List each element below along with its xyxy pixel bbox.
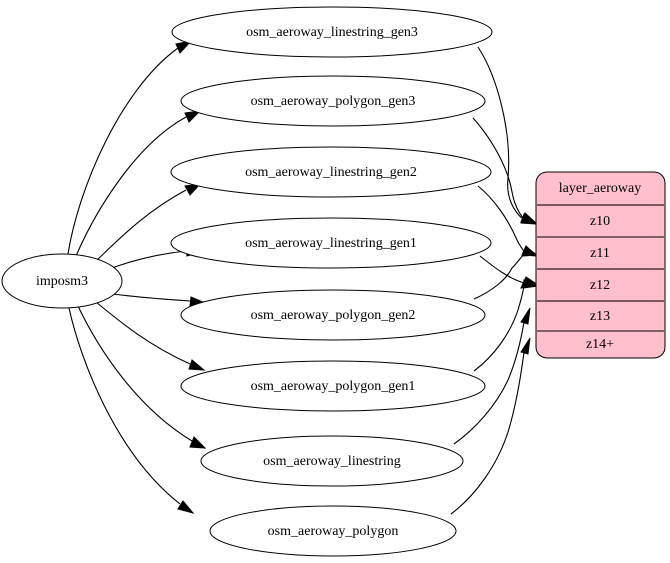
edge-imposm3-to-linestring-gen3 <box>67 47 179 255</box>
node-osm-aeroway-linestring[interactable]: osm_aeroway_linestring <box>200 435 464 487</box>
arrowhead-z13 <box>520 307 531 325</box>
node-shape-polygon[interactable] <box>209 505 457 557</box>
edge-polygon-gen3-to-z10 <box>472 117 525 220</box>
edge-imposm3-to-polygon-gen2 <box>112 293 191 302</box>
edge-polygon-gen1-to-z12 <box>473 285 525 372</box>
node-shape-polygon-gen1[interactable] <box>180 360 486 412</box>
node-shape-linestring-gen2[interactable] <box>170 146 492 198</box>
edge-group-to-layer-aeroway <box>450 46 540 515</box>
node-osm-aeroway-polygon-gen2[interactable]: osm_aeroway_polygon_gen2 <box>180 289 486 341</box>
layer-aeroway-row-z14plus[interactable]: z14+ <box>586 337 614 352</box>
edge-linestring-gen3-to-z10 <box>477 46 525 221</box>
arrowhead-z14plus <box>520 337 531 355</box>
node-osm-aeroway-linestring-gen2[interactable]: osm_aeroway_linestring_gen2 <box>170 146 492 198</box>
node-label-linestring-gen1: osm_aeroway_linestring_gen1 <box>245 236 417 251</box>
node-label-polygon-gen3: osm_aeroway_polygon_gen3 <box>251 94 416 109</box>
edge-imposm3-to-linestring-gen2 <box>95 189 187 262</box>
layer-aeroway-row-z11[interactable]: z11 <box>590 246 610 261</box>
node-imposm3-label: imposm3 <box>36 274 88 289</box>
node-osm-aeroway-polygon-gen1[interactable]: osm_aeroway_polygon_gen1 <box>180 360 486 412</box>
arrowhead-z11-b <box>522 246 539 257</box>
edge-linestring-to-z13 <box>453 321 525 445</box>
node-osm-aeroway-polygon-gen3[interactable]: osm_aeroway_polygon_gen3 <box>180 75 486 127</box>
arrowhead-linestring-gen3 <box>175 40 193 54</box>
edge-imposm3-to-linestring <box>77 305 193 442</box>
node-label-linestring-gen2: osm_aeroway_linestring_gen2 <box>245 165 417 180</box>
layer-aeroway-row-z13[interactable]: z13 <box>590 309 610 324</box>
arrowhead-linestring <box>189 436 207 449</box>
node-label-linestring-gen3: osm_aeroway_linestring_gen3 <box>246 25 418 40</box>
arrowhead-z10-b <box>520 212 538 224</box>
layer-aeroway-header-label: layer_aeroway <box>559 181 641 196</box>
edge-imposm3-to-linestring-gen1 <box>111 250 187 269</box>
edge-polygon-to-z14plus <box>450 351 525 515</box>
node-osm-aeroway-polygon[interactable]: osm_aeroway_polygon <box>209 505 457 557</box>
node-label-linestring: osm_aeroway_linestring <box>263 454 401 469</box>
node-label-polygon-gen2: osm_aeroway_polygon_gen2 <box>251 308 416 323</box>
node-layer-aeroway-table[interactable]: layer_aeroway z10 z11 z12 z13 z14+ <box>535 171 666 359</box>
node-osm-aeroway-linestring-gen3[interactable]: osm_aeroway_linestring_gen3 <box>171 6 493 58</box>
node-label-polygon: osm_aeroway_polygon <box>268 524 399 539</box>
node-shape-linestring[interactable] <box>200 435 464 487</box>
arrowhead-polygon <box>177 500 195 514</box>
edge-polygon-gen2-to-z11 <box>473 252 526 300</box>
node-shape-linestring-gen3[interactable] <box>171 6 493 58</box>
node-osm-aeroway-linestring-gen1[interactable]: osm_aeroway_linestring_gen1 <box>170 217 492 269</box>
edge-linestring-gen2-to-z11 <box>477 185 526 253</box>
arrowhead-polygon-gen1 <box>188 359 206 371</box>
edge-imposm3-to-polygon-gen3 <box>75 116 187 257</box>
node-label-polygon-gen1: osm_aeroway_polygon_gen1 <box>251 379 416 394</box>
node-shape-linestring-gen1[interactable] <box>170 217 492 269</box>
edge-imposm3-to-polygon-gen1 <box>95 301 191 365</box>
node-imposm3-shape[interactable] <box>1 253 123 309</box>
edge-linestring-gen1-to-z12 <box>479 255 525 284</box>
edge-imposm3-to-polygon <box>68 307 181 505</box>
node-shape-polygon-gen2[interactable] <box>180 289 486 341</box>
layer-aeroway-row-z10[interactable]: z10 <box>590 214 610 229</box>
node-shape-polygon-gen3[interactable] <box>180 75 486 127</box>
arrowhead-z12-b <box>520 276 540 289</box>
layer-aeroway-row-z12[interactable]: z12 <box>590 278 610 293</box>
node-imposm3[interactable]: imposm3 <box>1 253 123 309</box>
arrowhead-polygon-gen3 <box>184 110 202 123</box>
layer-aeroway-body[interactable] <box>535 171 666 359</box>
